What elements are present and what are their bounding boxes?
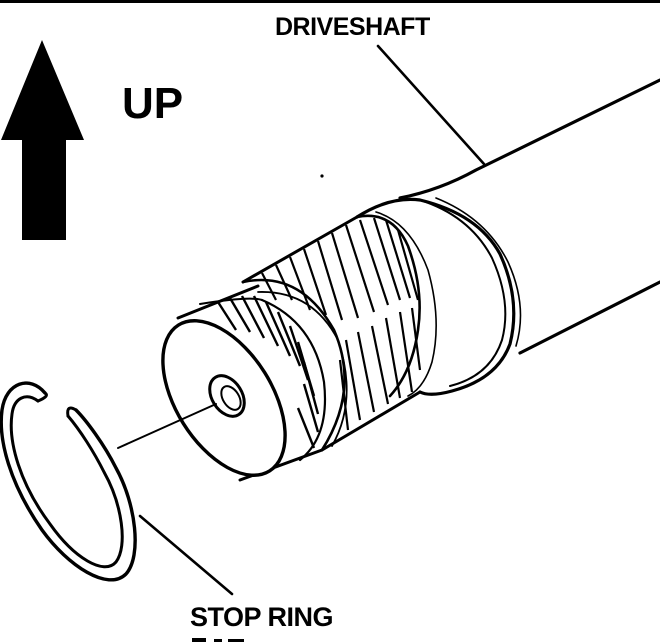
cropped-text-fragment: [192, 638, 244, 642]
stop-ring-leader-line: [138, 514, 234, 596]
driveshaft-label: DRIVESHAFT: [275, 13, 430, 41]
stop-ring: [0, 381, 137, 582]
collar: [355, 197, 522, 398]
spline-section: [241, 215, 422, 452]
alignment-line: [117, 403, 217, 449]
driveshaft-body: [398, 78, 660, 355]
arrow-up-icon: [1, 40, 84, 240]
mark-dot: [320, 174, 324, 178]
stop-ring-label: STOP RING: [190, 602, 333, 632]
spline-end: [176, 284, 327, 482]
up-label: UP: [122, 79, 183, 128]
shaft-end-face: [161, 319, 287, 477]
driveshaft-leader-line: [376, 44, 486, 166]
